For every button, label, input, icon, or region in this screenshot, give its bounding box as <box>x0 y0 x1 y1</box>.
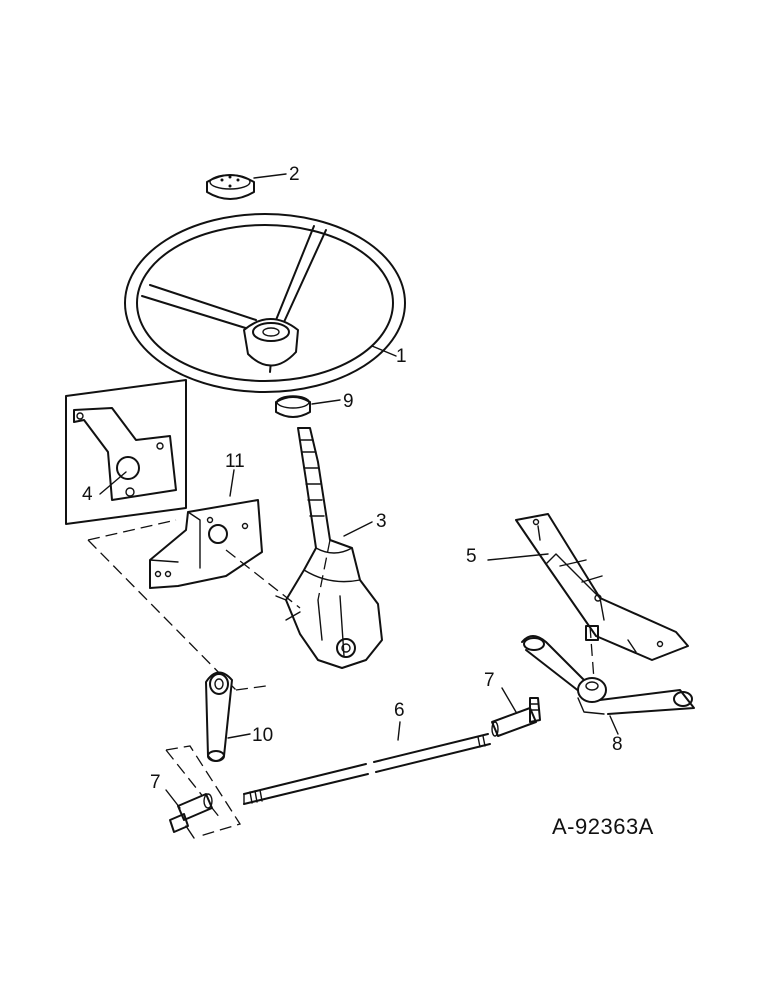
drag-link-rod-part <box>243 733 491 805</box>
steering-wheel-part <box>124 213 406 393</box>
callout-7-upper: 7 <box>484 670 495 691</box>
axle-support-part <box>515 513 689 661</box>
callout-9: 9 <box>343 391 354 412</box>
callout-4: 4 <box>82 484 93 505</box>
callout-11: 11 <box>225 451 245 472</box>
callout-3: 3 <box>376 511 387 532</box>
callout-6: 6 <box>394 700 405 721</box>
callout-7-lower: 7 <box>150 772 161 793</box>
grommet-part <box>275 395 311 418</box>
callout-8: 8 <box>612 734 623 755</box>
drawing-number: A-92363A <box>552 814 654 839</box>
leader-lines <box>99 173 619 809</box>
steering-gear-part <box>275 427 383 669</box>
assembly-dashed-lines <box>87 519 595 837</box>
bellcrank-part <box>521 635 695 715</box>
callout-2: 2 <box>289 164 300 185</box>
callout-10: 10 <box>252 725 273 746</box>
wheel-cap-part <box>206 174 255 200</box>
tube-end-upper-part <box>491 697 541 737</box>
mounting-bracket-part <box>149 499 263 589</box>
bracket-inset-part <box>65 379 187 525</box>
pitman-arm-part <box>205 671 233 762</box>
callout-labels: 2 1 9 3 4 11 5 6 7 8 10 7 <box>82 164 623 793</box>
tube-end-lower-part <box>169 793 213 839</box>
callout-1: 1 <box>396 346 407 367</box>
callout-5: 5 <box>466 546 477 567</box>
